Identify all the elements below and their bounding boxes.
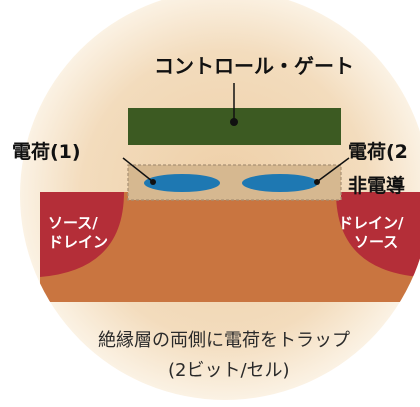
caption-line1: 絶縁層の両側に電荷をトラップ bbox=[98, 330, 350, 351]
charge-left bbox=[144, 174, 220, 192]
charge-left-label: 電荷(1) bbox=[12, 141, 81, 163]
source-drain-right-line1: ドレイン/ bbox=[338, 214, 404, 232]
charge-right-dot bbox=[314, 179, 320, 185]
charge-right-label: 電荷(2 bbox=[348, 141, 408, 163]
source-drain-right-line2: ソース bbox=[354, 233, 399, 251]
source-drain-left-line1: ソース/ bbox=[48, 214, 98, 232]
gate-label: コントロール・ゲート bbox=[154, 54, 354, 78]
insulator-label: 非電導 bbox=[348, 175, 406, 197]
source-drain-right-region bbox=[336, 192, 420, 277]
caption-line2: (2ビット/セル) bbox=[168, 360, 290, 381]
charge-right bbox=[242, 174, 318, 192]
charge-right-leader bbox=[317, 157, 350, 182]
source-drain-left-line2: ドレイン bbox=[48, 233, 109, 251]
charge-left-dot bbox=[150, 179, 156, 185]
gate-terminal-dot bbox=[230, 118, 238, 126]
source-drain-left-region bbox=[40, 192, 124, 277]
charge-left-leader bbox=[122, 157, 153, 182]
